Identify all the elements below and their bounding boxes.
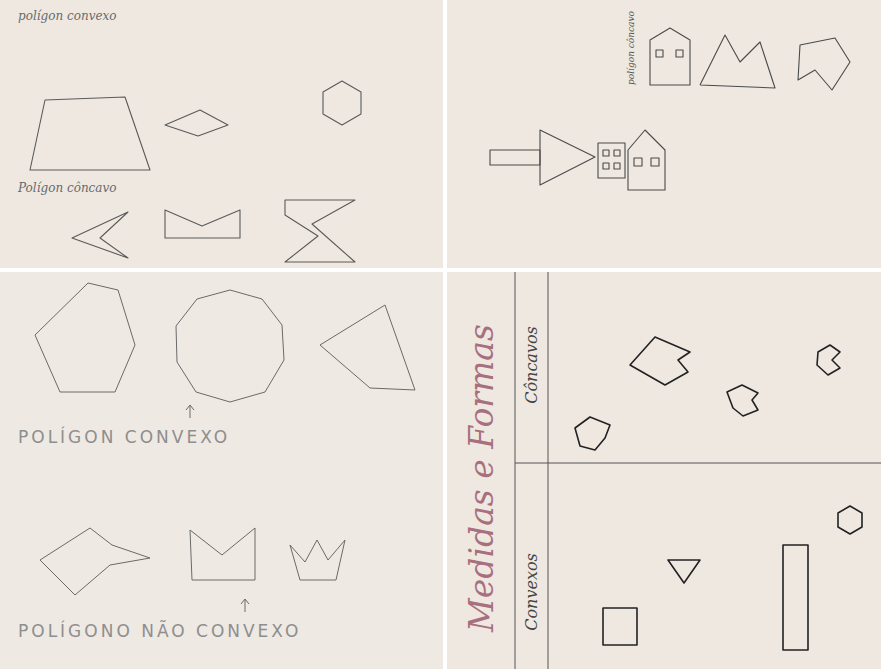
panel-four-shapes [515,272,881,669]
panel-one-shapes [30,81,361,262]
column-header: Côncavos [523,326,541,404]
panel-two-shapes [490,28,850,190]
heading-note: Polígon côncavo [18,182,117,195]
column-header: Convexos [523,553,541,631]
category-label: POLÍGONO NÃO CONVEXO [18,622,301,641]
panel-three-shapes [35,283,415,612]
sheet-title: Medidas e Formas [464,324,500,632]
category-label: POLÍGON CONVEXO [18,428,230,447]
heading-note: polígon convexo [18,10,117,23]
vertical-note: polígon côncavo [627,11,637,85]
